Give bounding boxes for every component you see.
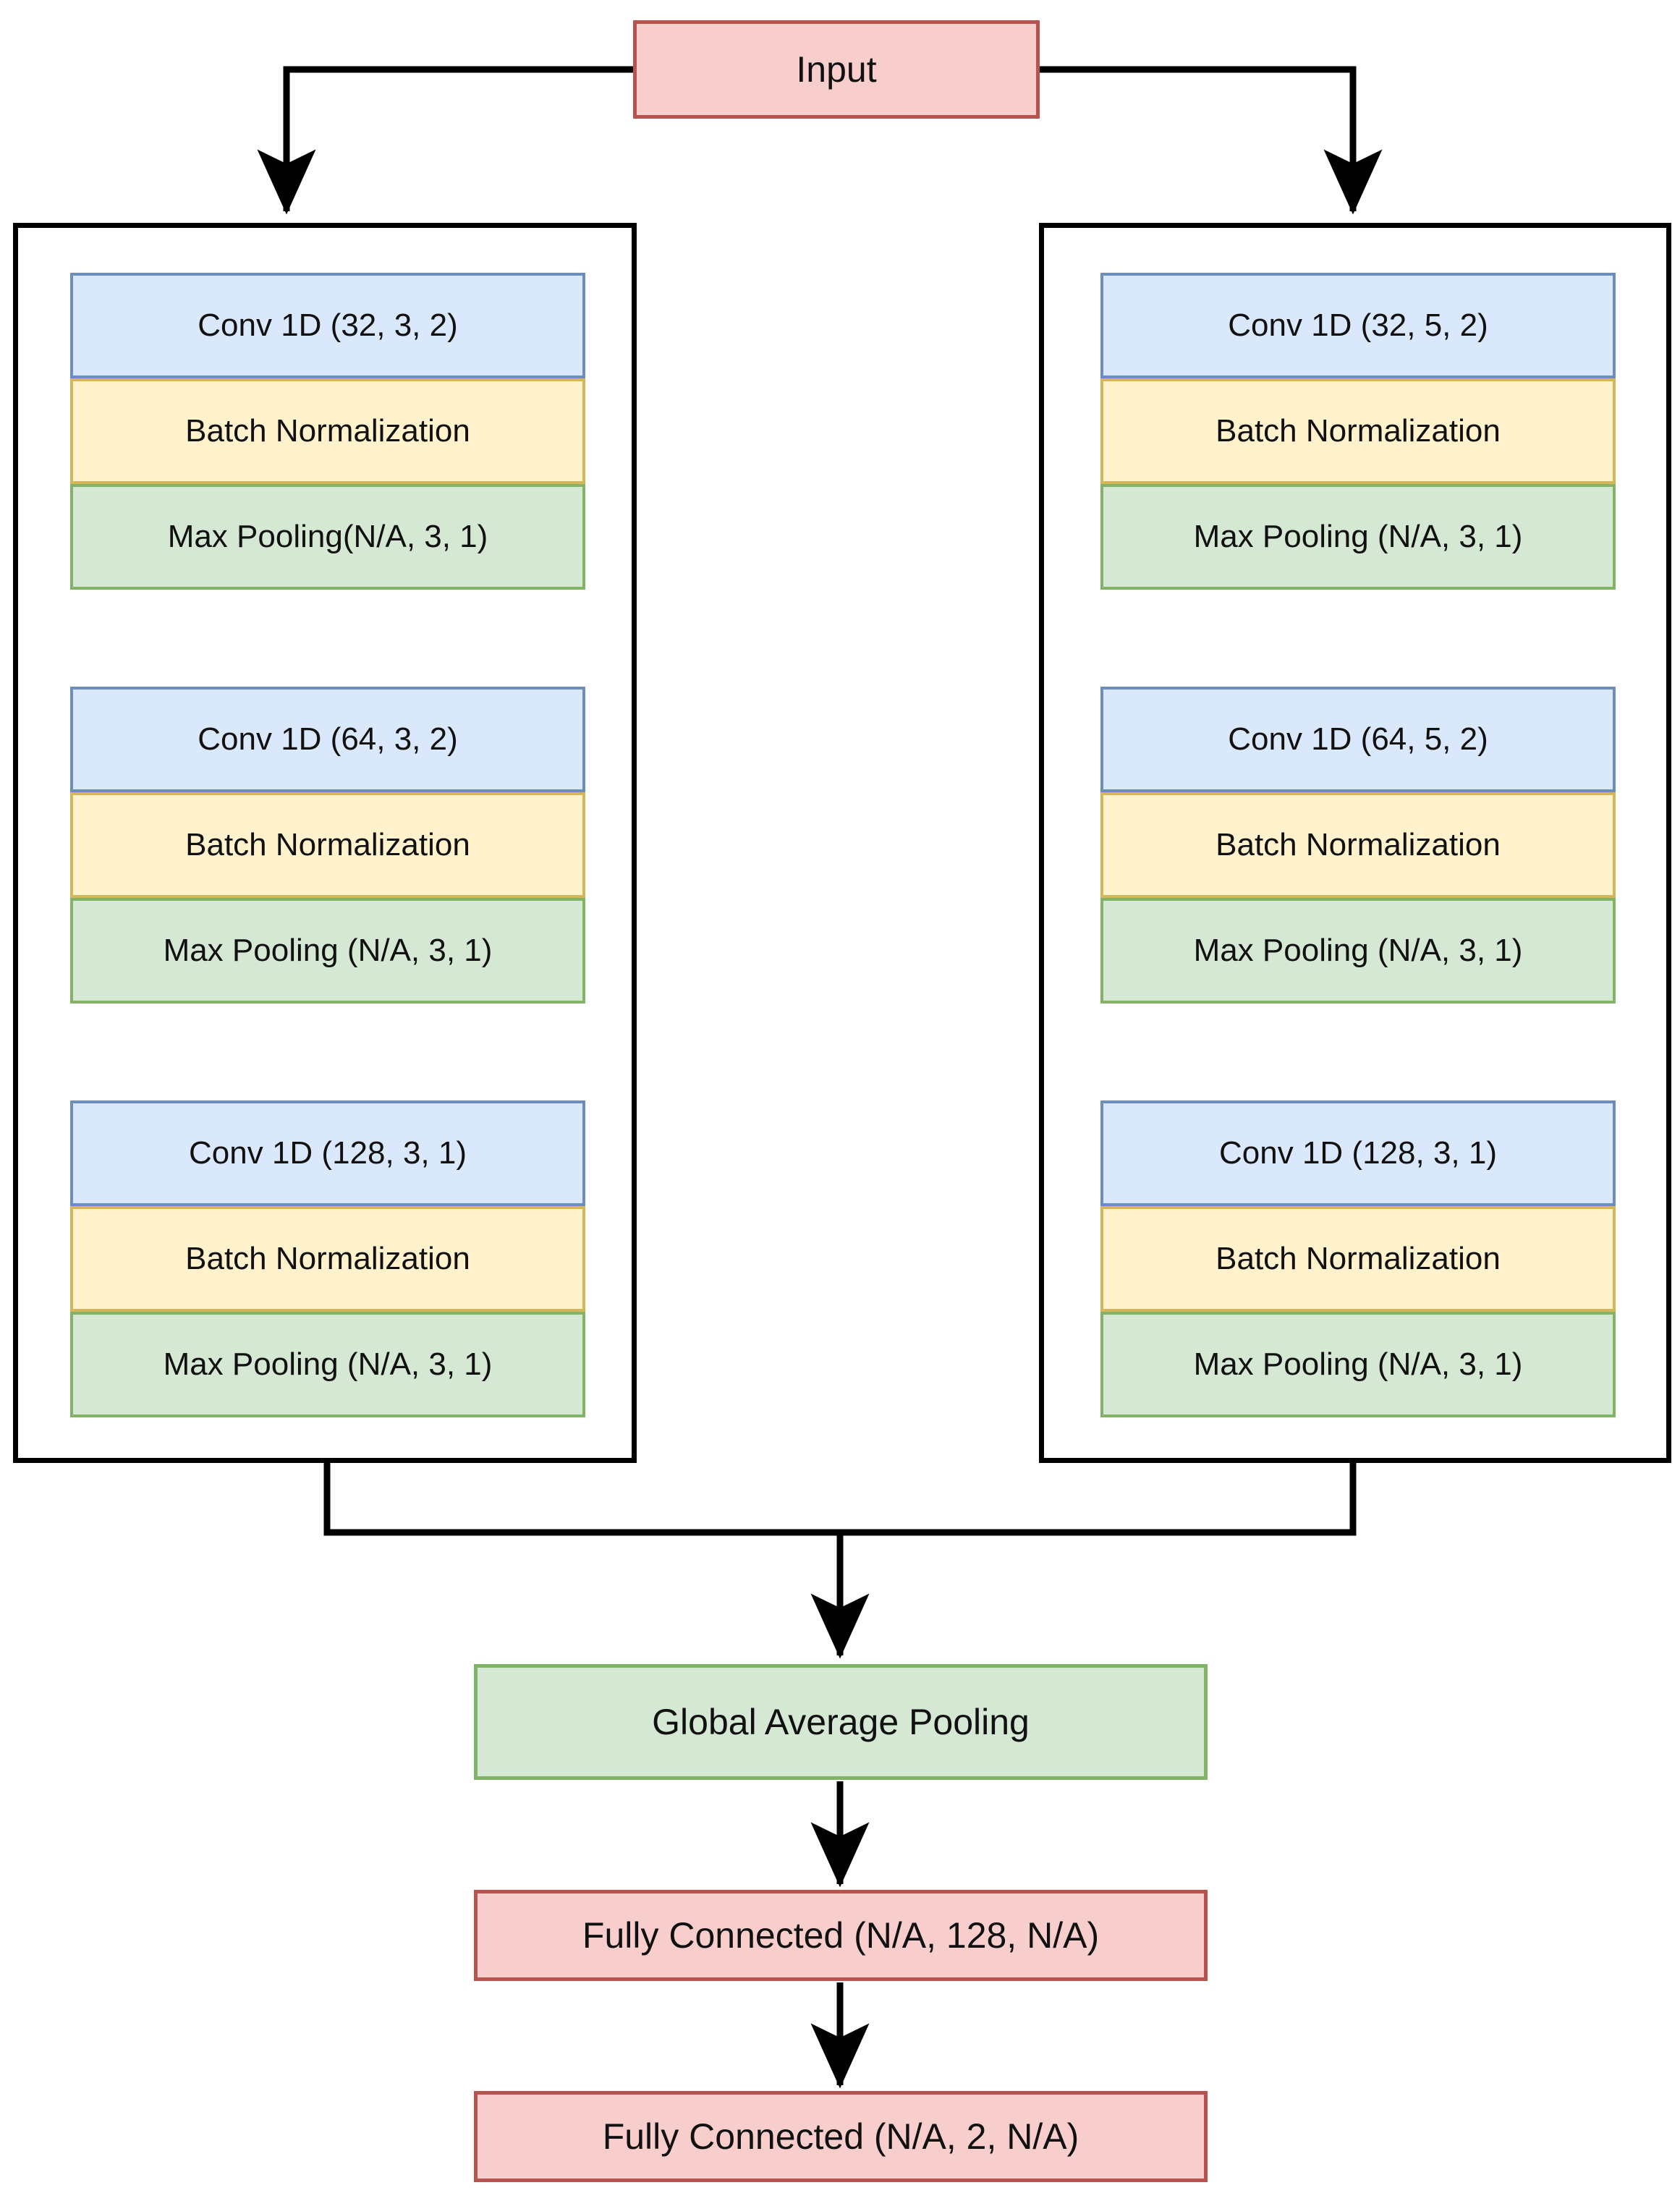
right-branch-batchnorm-3[interactable]: Batch Normalization <box>1100 1206 1616 1312</box>
left-branch-batchnorm-3[interactable]: Batch Normalization <box>70 1206 585 1312</box>
left-branch-container: Conv 1D (32, 3, 2) Batch Normalization M… <box>13 223 637 1463</box>
node-fully-connected-2[interactable]: Fully Connected (N/A, 2, N/A) <box>474 2091 1208 2182</box>
right-branch-maxpool-1[interactable]: Max Pooling (N/A, 3, 1) <box>1100 484 1616 590</box>
right-branch-conv-1[interactable]: Conv 1D (32, 5, 2) <box>1100 273 1616 378</box>
left-branch-conv-1[interactable]: Conv 1D (32, 3, 2) <box>70 273 585 378</box>
right-branch-maxpool-2[interactable]: Max Pooling (N/A, 3, 1) <box>1100 898 1616 1004</box>
right-branch-conv-2[interactable]: Conv 1D (64, 5, 2) <box>1100 687 1616 792</box>
left-branch-conv-2[interactable]: Conv 1D (64, 3, 2) <box>70 687 585 792</box>
right-branch-conv-3[interactable]: Conv 1D (128, 3, 1) <box>1100 1100 1616 1206</box>
right-branch-batchnorm-2[interactable]: Batch Normalization <box>1100 792 1616 898</box>
left-branch-maxpool-3[interactable]: Max Pooling (N/A, 3, 1) <box>70 1312 585 1417</box>
left-branch-conv-3[interactable]: Conv 1D (128, 3, 1) <box>70 1100 585 1206</box>
edge-branch-merge <box>323 1463 1357 1659</box>
node-global-average-pooling[interactable]: Global Average Pooling <box>474 1664 1208 1780</box>
node-input[interactable]: Input <box>633 20 1040 119</box>
left-branch-maxpool-1[interactable]: Max Pooling(N/A, 3, 1) <box>70 484 585 590</box>
left-branch-batchnorm-1[interactable]: Batch Normalization <box>70 378 585 484</box>
right-branch-batchnorm-1[interactable]: Batch Normalization <box>1100 378 1616 484</box>
left-branch-maxpool-2[interactable]: Max Pooling (N/A, 3, 1) <box>70 898 585 1004</box>
node-fully-connected-128[interactable]: Fully Connected (N/A, 128, N/A) <box>474 1890 1208 1981</box>
right-branch-maxpool-3[interactable]: Max Pooling (N/A, 3, 1) <box>1100 1312 1616 1417</box>
right-branch-container: Conv 1D (32, 5, 2) Batch Normalization M… <box>1039 223 1671 1463</box>
left-branch-batchnorm-2[interactable]: Batch Normalization <box>70 792 585 898</box>
